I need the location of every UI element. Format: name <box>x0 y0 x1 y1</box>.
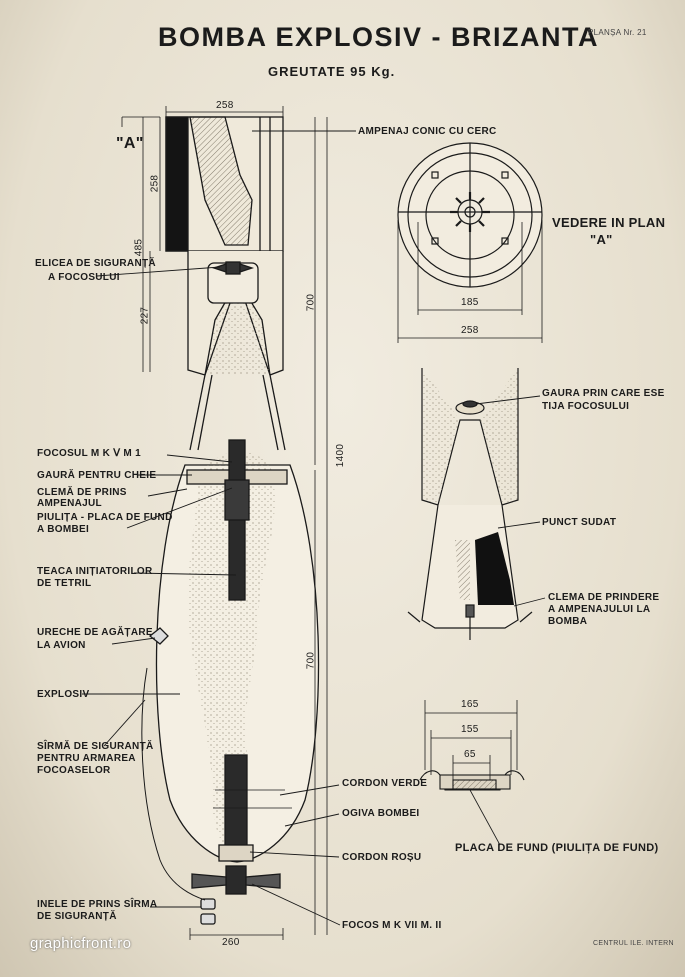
label-explosiv: EXPLOSIV <box>37 689 90 700</box>
dim-485: 485 <box>133 238 145 257</box>
nose-tube <box>224 754 248 861</box>
dim-65: 65 <box>464 749 476 760</box>
label-vedere-1: VEDERE IN PLAN <box>552 215 666 230</box>
plan-dimension-lines <box>397 220 543 343</box>
label-elicea-2: A FOCOSULUI <box>48 272 120 283</box>
dim-bottom-width: 260 <box>222 937 240 948</box>
label-clema-1: CLEMĂ DE PRINS <box>37 487 127 498</box>
label-cordon-rosu: CORDON ROȘU <box>342 852 422 863</box>
dim-155: 155 <box>461 724 479 735</box>
label-vedere-2: "A" <box>590 232 613 247</box>
label-sirma-3: FOCOASELOR <box>37 765 111 776</box>
poster-title: BOMBA EXPLOSIV - BRIZANTA <box>158 22 599 52</box>
bomb-side-view <box>141 116 320 925</box>
label-ogiva: OGIVA BOMBEI <box>342 808 420 819</box>
explosive-fill <box>187 451 275 858</box>
base-plate-detail <box>419 770 525 791</box>
label-clema-p-1: CLEMA DE PRINDERE <box>548 592 660 603</box>
label-placa: PLACA DE FUND (PIULIȚA DE FUND) <box>455 842 659 854</box>
publisher-mark: CENTRUL ILE. INTERN <box>593 940 674 947</box>
section-marker: "A" <box>116 135 144 152</box>
watermark: graphicfront.ro <box>30 935 132 952</box>
label-gaura-cheie: GAURĂ PENTRU CHEIE <box>37 470 157 481</box>
label-gaura-1: GAURA PRIN CARE ESE <box>542 388 665 399</box>
dim-165: 165 <box>461 699 479 710</box>
leader-lines <box>82 130 356 926</box>
tail-fin-dark-band <box>165 116 189 252</box>
label-elicea-1: ELICEA DE SIGURANȚĂ <box>35 258 156 269</box>
tail-detail <box>407 368 533 640</box>
dim-700-upper: 700 <box>305 293 317 312</box>
dim-227: 227 <box>139 306 151 325</box>
tail-cutaway <box>189 116 253 246</box>
label-cordon-verde: CORDON VERDE <box>342 778 428 789</box>
dim-700-lower: 700 <box>305 651 317 670</box>
label-inele-1: INELE DE PRINS SÎRMA <box>37 899 158 910</box>
label-ureche-1: URECHE DE AGĂȚARE <box>37 627 153 638</box>
tail-detail-leaders <box>475 395 546 607</box>
label-piulita-1: PIULIȚA - PLACA DE FUND <box>37 512 173 523</box>
label-focosul: FOCOSUL M K Ⅴ M 1 <box>37 448 141 459</box>
label-teaca-1: TEACA INIȚIATORILOR <box>37 566 153 577</box>
poster-weight: GREUTATE 95 Kg. <box>268 64 396 79</box>
label-clema-p-3: BOMBA <box>548 616 588 627</box>
nose-fuze <box>191 865 281 895</box>
dimension-lines <box>121 106 328 940</box>
plate-number: PLANȘA Nr. 21 <box>588 28 647 37</box>
dim-plan-inner: 185 <box>461 297 479 308</box>
label-ureche-2: LA AVION <box>37 640 86 651</box>
label-ampenaj: AMPENAJ CONIC CU CERC <box>358 126 497 137</box>
label-piulita-2: A BOMBEI <box>37 524 90 535</box>
safety-propeller <box>211 261 255 275</box>
label-focos-mk: FOCOS M K VII M. II <box>342 920 442 931</box>
label-clema-2: AMPENAJUL <box>37 498 102 509</box>
label-clema-p-2: A AMPENAJULUI LA <box>548 604 651 615</box>
dim-1400: 1400 <box>335 443 347 468</box>
label-teaca-2: DE TETRIL <box>37 578 92 589</box>
label-sirma-2: PENTRU ARMAREA <box>37 753 136 764</box>
label-gaura-2: TIJA FOCOSULUI <box>542 401 630 412</box>
label-punct-sudat: PUNCT SUDAT <box>542 517 617 528</box>
dim-tail-height: 258 <box>149 174 161 193</box>
plan-view-A <box>397 142 543 288</box>
dim-top-width: 258 <box>216 100 234 111</box>
base-dimension-lines <box>424 700 518 846</box>
label-sirma-1: SÎRMĂ DE SIGURANȚĂ <box>37 741 154 752</box>
dim-plan-outer: 258 <box>461 325 479 336</box>
label-inele-2: DE SIGURANȚĂ <box>37 911 117 922</box>
